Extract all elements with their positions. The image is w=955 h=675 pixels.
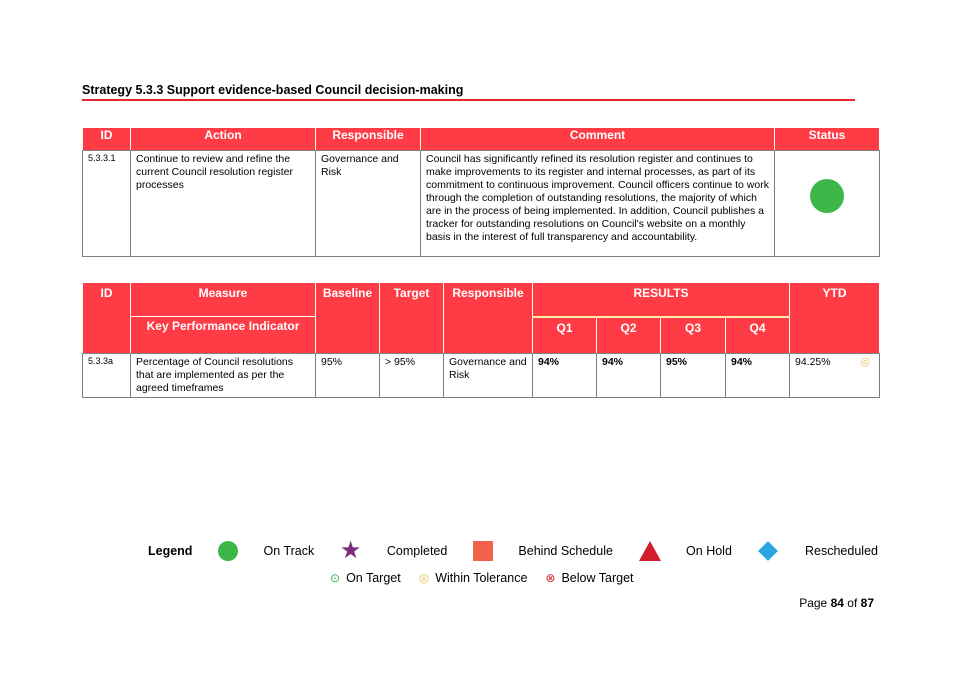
kpi-measure: Percentage of Council resolutions that a… [130, 353, 316, 398]
kpi-header-measure: Measure Key Performance Indicator [130, 282, 316, 354]
kpi-header-results: RESULTS [532, 282, 790, 318]
action-responsible: Governance and Risk [315, 150, 421, 257]
action-id: 5.3.3.1 [82, 150, 131, 257]
header-comment: Comment [420, 127, 775, 151]
legend-below-target: Below Target [561, 571, 634, 585]
actions-table: ID Action Responsible Comment Status 5.3… [82, 127, 880, 257]
kpi-legend: ⊙ On Target ◎ Within Tolerance ⊗ Below T… [330, 571, 634, 585]
action-comment: Council has significantly refined its re… [420, 150, 775, 257]
kpi-q1: 94% [532, 353, 597, 398]
kpi-header-q2: Q2 [596, 316, 661, 354]
page-number: Page 84 of 87 [799, 596, 874, 610]
kpi-table: ID Measure Key Performance Indicator Bas… [82, 282, 880, 398]
kpi-responsible: Governance and Risk [443, 353, 533, 398]
legend-behind-schedule: Behind Schedule [518, 544, 613, 558]
header-action: Action [130, 127, 316, 151]
kpi-q4: 94% [725, 353, 790, 398]
page-total: 87 [860, 596, 874, 610]
kpi-header-responsible: Responsible [443, 282, 533, 354]
table-row: 5.3.3.1 Continue to review and refine th… [82, 150, 880, 257]
header-id: ID [82, 127, 131, 151]
page-of: of [847, 596, 858, 610]
legend-completed: Completed [386, 544, 448, 558]
legend: Legend On Track ★ Completed Behind Sched… [148, 537, 878, 564]
kpi-header-target: Target [379, 282, 444, 354]
kpi-header-q3: Q3 [660, 316, 726, 354]
actions-header-row: ID Action Responsible Comment Status [82, 127, 880, 151]
legend-rescheduled: Rescheduled [805, 544, 878, 558]
kpi-header-q1: Q1 [532, 316, 597, 354]
action-text: Continue to review and refine the curren… [130, 150, 316, 257]
kpi-header-ytd: YTD [789, 282, 880, 354]
legend-on-target: On Target [346, 571, 401, 585]
kpi-baseline: 95% [315, 353, 380, 398]
below-target-icon: ⊗ [545, 571, 556, 585]
legend-on-hold: On Hold [686, 544, 732, 558]
measure-label: Measure [198, 286, 248, 300]
completed-star-icon: ★ [339, 537, 362, 564]
kpi-quarter-row: Q1 Q2 Q3 Q4 [83, 316, 880, 354]
header-status: Status [774, 127, 880, 151]
kpi-label: Key Performance Indicator [131, 316, 315, 333]
kpi-target: > 95% [379, 353, 444, 398]
title-rule [82, 99, 855, 101]
page-prefix: Page [799, 596, 828, 610]
on-track-icon [218, 541, 238, 561]
on-track-status-icon [810, 179, 844, 213]
page-current: 84 [830, 596, 844, 610]
rescheduled-diamond-icon [758, 541, 779, 561]
kpi-ytd-value: 94.25% [795, 356, 831, 368]
kpi-header-baseline: Baseline [315, 282, 380, 354]
legend-on-track: On Track [263, 544, 315, 558]
kpi-header-id: ID [82, 282, 131, 354]
on-target-icon: ⊙ [330, 571, 341, 585]
kpi-ytd: 94.25% ◎ [789, 353, 880, 398]
legend-within-tolerance: Within Tolerance [435, 571, 528, 585]
behind-schedule-icon [472, 541, 493, 561]
header-responsible: Responsible [315, 127, 421, 151]
table-row: 5.3.3a Percentage of Council resolutions… [82, 353, 880, 398]
kpi-header-row: ID Measure Key Performance Indicator Bas… [82, 282, 880, 354]
strategy-title: Strategy 5.3.3 Support evidence-based Co… [82, 83, 464, 97]
legend-title: Legend [148, 544, 193, 558]
kpi-q3: 95% [660, 353, 726, 398]
action-status [774, 150, 880, 257]
on-hold-triangle-icon [638, 541, 661, 561]
kpi-q2: 94% [596, 353, 661, 398]
within-tolerance-legend-icon: ◎ [418, 571, 430, 585]
kpi-header-q4: Q4 [725, 316, 790, 354]
within-tolerance-icon: ◎ [860, 356, 870, 368]
kpi-id: 5.3.3a [82, 353, 131, 398]
